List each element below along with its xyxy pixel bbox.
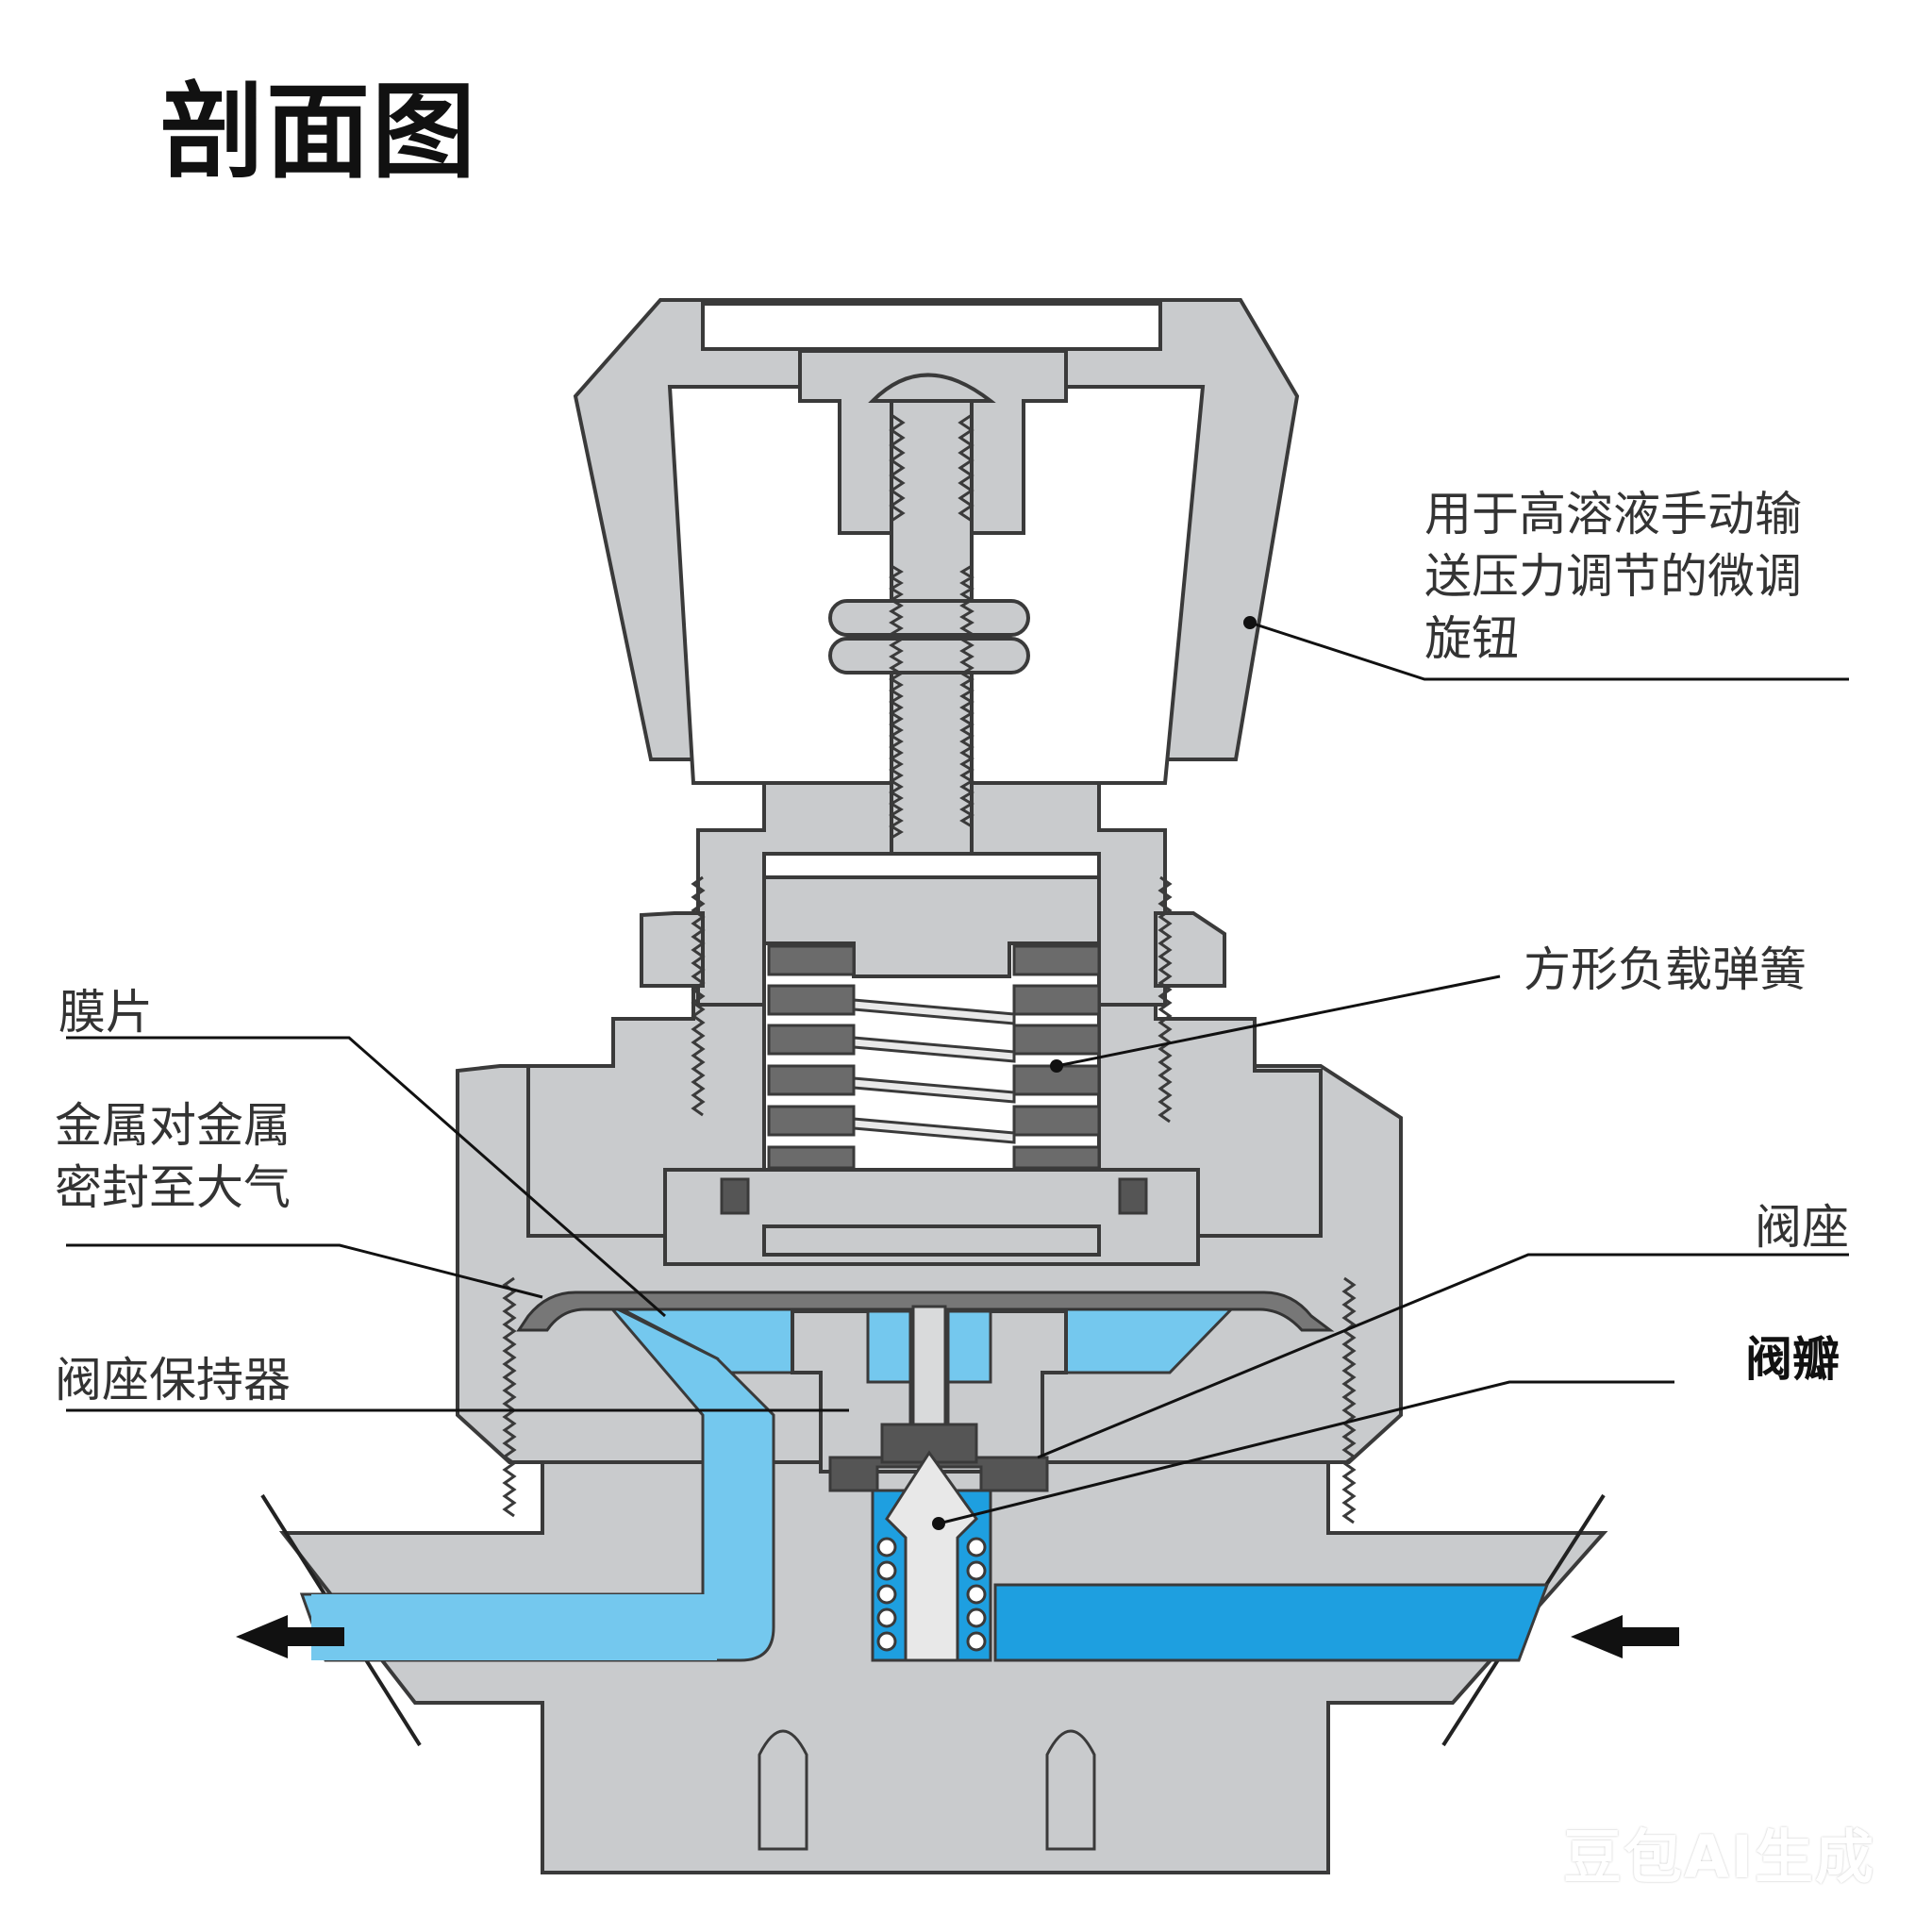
spring-coil-left [767, 1105, 856, 1137]
spring-floor [762, 1224, 1101, 1257]
mounting-holes [758, 1729, 1096, 1851]
arrow-left-icon [1571, 1615, 1679, 1658]
o-ring-right [1118, 1177, 1148, 1215]
spring-button [762, 875, 1101, 978]
watermark: 豆包AI生成 [1562, 1823, 1875, 1891]
leader-diaphragm [66, 1036, 666, 1318]
fluid-passages [299, 1303, 1550, 1662]
spring-coil-left [767, 944, 856, 976]
nut-left [640, 911, 705, 988]
leader-spring [1056, 974, 1501, 1068]
o-ring-seals [720, 1177, 1148, 1215]
valve-seat [828, 1423, 1049, 1492]
leader-seal [66, 1243, 543, 1299]
spring-coil-left [767, 1024, 856, 1056]
flow-arrows [236, 1615, 1679, 1658]
poppet [885, 1450, 978, 1662]
label-diaphragm: 膜片 [58, 985, 153, 1040]
page-title: 剖面图 [160, 72, 477, 192]
spring-coil-right [1012, 944, 1101, 976]
o-ring-left [720, 1177, 750, 1215]
leader-poppet [938, 1380, 1674, 1525]
leader-dots [932, 616, 1257, 1530]
label-metal-to-metal-seal: 金属对金属 密封至大气 [55, 1098, 291, 1215]
leader-seat [1037, 1253, 1849, 1459]
spring-coil-right [1012, 1145, 1101, 1170]
diaphragm [516, 1291, 1335, 1332]
bias-spring [876, 1537, 987, 1652]
inlet-passage [993, 1583, 1550, 1662]
spring-coil-left [767, 1145, 856, 1170]
leader-knob [1249, 621, 1849, 681]
label-seat: 阀座 [1755, 1200, 1849, 1255]
label-adjustment-knob: 用于高溶液手动输 送压力调节的微调 旋钮 [1424, 487, 1802, 666]
stem-washer-1 [828, 599, 1030, 637]
stem-threads [502, 413, 1357, 1524]
square-load-spring [767, 944, 1101, 1170]
spring-coil-left [767, 984, 856, 1016]
stem-washer-2 [828, 637, 1030, 675]
outlet-pipe-fill [311, 1594, 717, 1660]
screw-head [868, 373, 996, 403]
arrow-left-icon [236, 1615, 344, 1658]
label-poppet: 阀瓣 [1745, 1332, 1840, 1387]
leader-lines [66, 621, 1849, 1525]
spring-coil-right [1012, 984, 1101, 1016]
spring-coil-right [1012, 1105, 1101, 1137]
knob-top-slot [701, 302, 1162, 351]
nut-right [1154, 911, 1226, 988]
label-seat-retainer: 阀座保持器 [55, 1353, 291, 1407]
poppet-assembly [876, 1450, 987, 1662]
spring-coil-left [767, 1064, 856, 1096]
spring-coil-right [1012, 1024, 1101, 1056]
knob-interior [667, 302, 1206, 894]
label-square-load-spring: 方形负载弹簧 [1524, 942, 1807, 997]
